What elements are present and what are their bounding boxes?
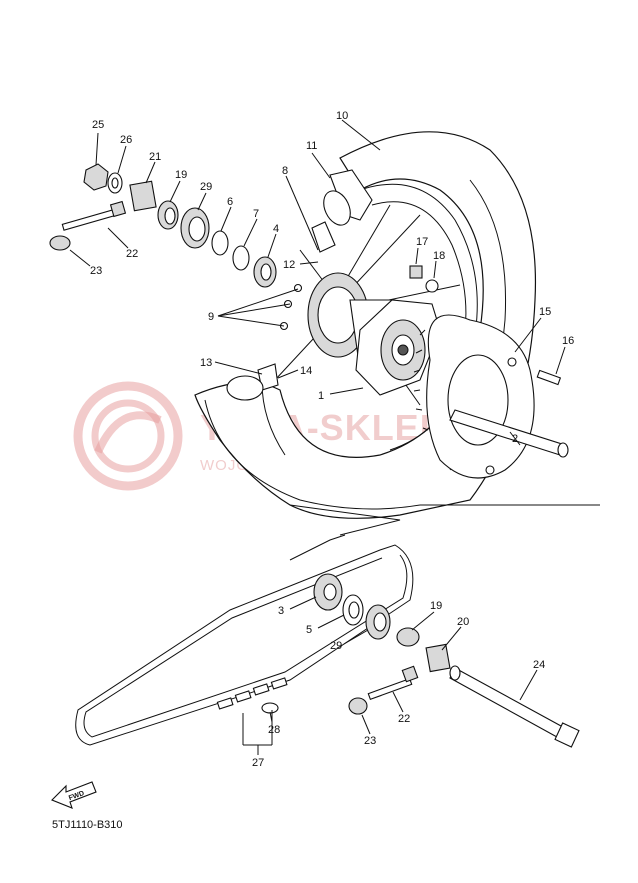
callout-16: 16 [562, 335, 574, 347]
callout-19b: 19 [430, 600, 442, 612]
callout-11: 11 [306, 140, 317, 152]
callout-6: 6 [227, 196, 233, 208]
callout-19: 19 [175, 169, 187, 181]
callout-17: 17 [416, 236, 428, 248]
callout-12: 12 [283, 259, 295, 271]
callout-5: 5 [306, 624, 312, 636]
callout-24: 24 [533, 659, 545, 671]
fwd-arrow: FWD [51, 781, 97, 809]
callout-22b: 22 [398, 713, 410, 725]
callout-14: 14 [300, 365, 312, 377]
callout-labels: 1 2 3 4 5 6 7 8 9 10 11 12 13 14 15 16 1… [90, 110, 574, 769]
callout-10: 10 [336, 110, 348, 122]
caliper-pin [226, 363, 279, 401]
axle-parts-lower [313, 573, 580, 748]
callout-20: 20 [457, 616, 469, 628]
leader-lines-lower [242, 596, 538, 755]
callout-2: 2 [512, 433, 518, 445]
callout-29b: 29 [330, 640, 342, 652]
diagram-code: 5TJ1110-B310 [52, 819, 123, 831]
bearing-stack-left [49, 163, 277, 288]
watermark-logo [73, 381, 183, 491]
caliper-bracket [311, 169, 373, 253]
drive-chain [75, 544, 414, 746]
callout-26: 26 [120, 134, 132, 146]
callout-21: 21 [149, 151, 161, 163]
callout-29: 29 [200, 181, 212, 193]
callout-8: 8 [282, 165, 288, 177]
chain-joint [216, 677, 288, 714]
hub-bolts [279, 283, 303, 331]
callout-4: 4 [273, 223, 279, 235]
callout-28: 28 [268, 724, 280, 736]
sprocket-hub [355, 299, 441, 396]
axle-parts-upper [409, 265, 569, 458]
callout-13: 13 [200, 357, 212, 369]
callout-25: 25 [92, 119, 104, 131]
callout-7: 7 [253, 208, 259, 220]
callout-18: 18 [433, 250, 445, 262]
leader-lines-upper [69, 119, 566, 446]
callout-1: 1 [318, 390, 324, 402]
callout-15: 15 [539, 306, 551, 318]
section-outline [289, 504, 600, 561]
callout-23: 23 [90, 265, 102, 277]
callout-9: 9 [208, 311, 214, 323]
callout-3: 3 [278, 605, 284, 617]
callout-27: 27 [252, 757, 264, 769]
callout-22: 22 [126, 248, 138, 260]
callout-23b: 23 [364, 735, 376, 747]
